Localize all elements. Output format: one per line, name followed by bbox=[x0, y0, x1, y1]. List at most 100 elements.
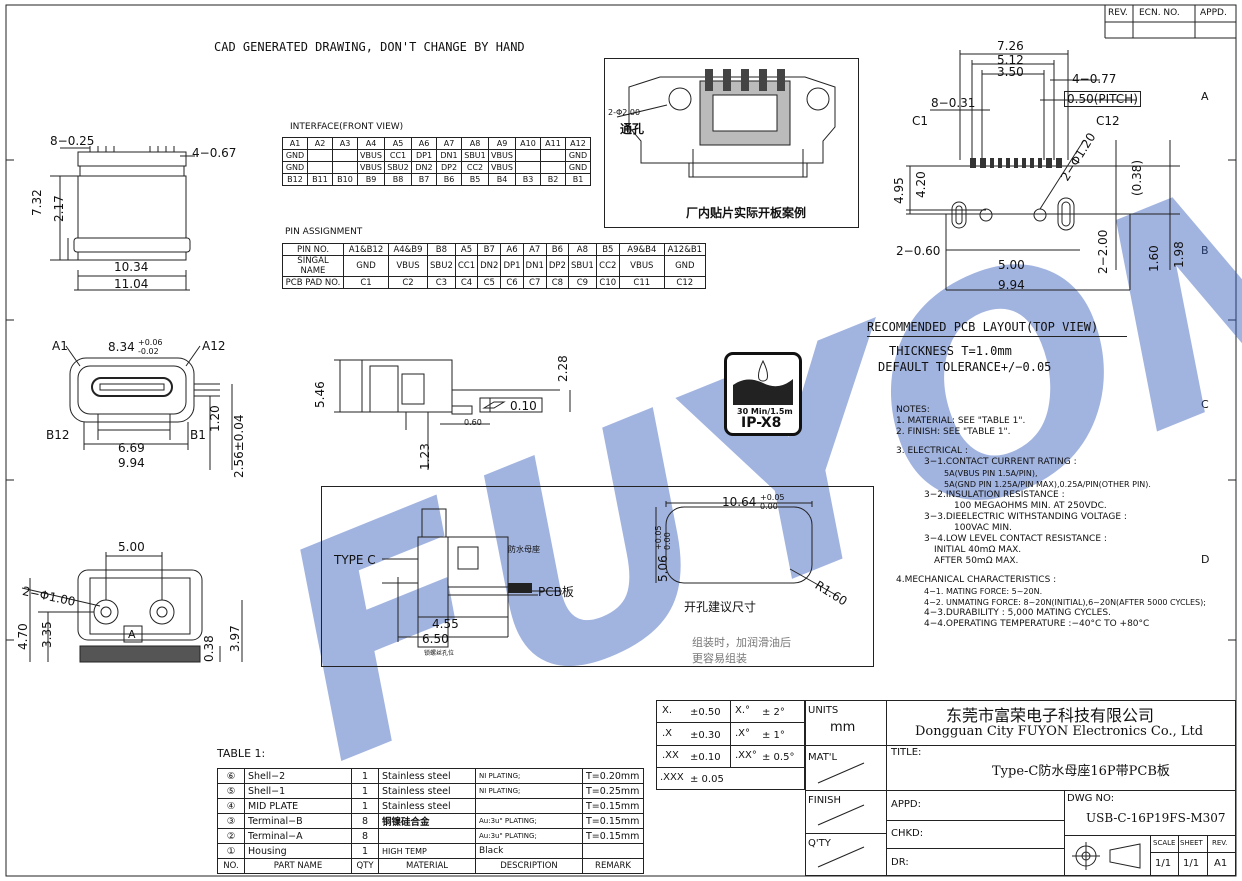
pcb-dim-pitch: 0.50(PITCH) bbox=[1064, 91, 1141, 107]
pcb-dim-d4: 4−0.77 bbox=[1072, 72, 1117, 86]
pcb-dim-d9: 2−2.00 bbox=[1096, 229, 1110, 274]
ecn-header: ECN. NO. bbox=[1139, 8, 1180, 18]
dim-bottom-a: 5.00 bbox=[118, 540, 145, 554]
dim-front-h2: 2.56±0.04 bbox=[232, 414, 246, 479]
dim-side-h1: 5.46 bbox=[313, 381, 327, 408]
units-value: mm bbox=[830, 720, 856, 735]
cutout-width-tol-plus: +0.05 bbox=[760, 493, 785, 502]
dim-front-h1: 1.20 bbox=[208, 405, 222, 432]
note-line: AFTER 50mΩ MAX. bbox=[934, 556, 1019, 566]
cutout-note-2: 更容易组装 bbox=[692, 652, 747, 665]
company-name-cn: 东莞市富荣电子科技有限公司 bbox=[946, 706, 1155, 725]
note-line: 100 MEGAOHMS MIN. AT 250VDC. bbox=[954, 501, 1107, 511]
dr-label: DR: bbox=[891, 857, 909, 868]
pcb-dim-d13: 9.94 bbox=[998, 278, 1025, 292]
factory-hole-note: 通孔 bbox=[620, 122, 645, 136]
tol-value: ±0.50 bbox=[690, 707, 721, 718]
tb-divider bbox=[805, 790, 1236, 791]
section-sub: 锁螺丝孔位 bbox=[424, 650, 455, 657]
section-type-label: TYPE C bbox=[334, 553, 376, 567]
dim-top-a: 8−0.25 bbox=[50, 134, 95, 148]
dim-bottom-h3: 0.38 bbox=[202, 635, 216, 662]
tol-value: ± 0.5° bbox=[762, 752, 795, 763]
tb-divider-v bbox=[1150, 835, 1151, 876]
factory-case-drawing bbox=[616, 69, 836, 178]
scale-label: SCALE bbox=[1153, 839, 1176, 847]
scale-value: 1/1 bbox=[1155, 858, 1172, 869]
dim-front-w2: 6.69 bbox=[118, 441, 145, 455]
label-a12: A12 bbox=[202, 339, 226, 353]
tol-divider-v bbox=[730, 700, 731, 767]
note-line: 3−4.LOW LEVEL CONTACT RESISTANCE : bbox=[924, 534, 1107, 544]
note-line: 3−3.DIEELECTRIC WITHSTANDING VOLTAGE : bbox=[924, 512, 1127, 522]
note-line: 4−1. MATING FORCE: 5~20N. bbox=[924, 587, 1043, 596]
dim-bottom-h4: 3.97 bbox=[228, 625, 242, 652]
tb-divider-v bbox=[1207, 835, 1208, 876]
note-line: 3−1.CONTACT CURRENT RATING : bbox=[924, 457, 1077, 467]
assembly-box bbox=[321, 486, 874, 667]
note-line: 4−3.DURABILITY : 5,000 MATING CYCLES. bbox=[924, 608, 1111, 618]
dim-top-w2: 11.04 bbox=[114, 277, 149, 291]
sheet-label: SHEET bbox=[1180, 839, 1203, 847]
note-line: 5A(GND PIN 1.25A/PIN MAX),0.25A/PIN(OTHE… bbox=[944, 480, 1151, 489]
tol-key: .XX bbox=[662, 750, 679, 761]
cutout-note-1: 组装时，加润滑油后 bbox=[692, 636, 791, 649]
cutout-width: 10.64 bbox=[722, 495, 757, 509]
note-line: 100VAC MIN. bbox=[954, 523, 1012, 533]
tol-key: X.° bbox=[735, 705, 751, 716]
note-line: 4.MECHANICAL CHARACTERISTICS : bbox=[896, 575, 1057, 585]
ip-badge-depth: 30 Min/1.5m bbox=[737, 407, 793, 416]
dim-side-flat: 0.10 bbox=[510, 399, 537, 413]
units-label: UNITS bbox=[808, 705, 839, 716]
ip-badge: 30 Min/1.5m IP-X8 bbox=[724, 352, 802, 436]
ip-badge-rating: IP-X8 bbox=[741, 415, 782, 431]
pin-assignment-title: PIN ASSIGNMENT bbox=[285, 227, 363, 237]
rev-header: REV. bbox=[1108, 8, 1128, 18]
factory-case-box bbox=[604, 58, 859, 228]
pcb-dim-d7: (0.38) bbox=[1130, 159, 1144, 196]
dim-side-d1: 1.23 bbox=[418, 443, 432, 470]
note-line: 5A(VBUS PIN 1.5A/PIN), bbox=[944, 469, 1038, 478]
section-d1: 4.55 bbox=[432, 617, 459, 631]
notes-block: NOTES: 1. MATERIAL: SEE "TABLE 1". 2. FI… bbox=[896, 405, 1206, 630]
top-view-drawing bbox=[50, 146, 195, 291]
label-b12: B12 bbox=[46, 428, 70, 442]
pcb-dim-h2: 4.20 bbox=[914, 171, 928, 198]
note-line bbox=[896, 438, 1206, 446]
matl-label: MAT'L bbox=[808, 752, 838, 763]
title-block bbox=[805, 700, 1236, 876]
interface-title: INTERFACE(FRONT VIEW) bbox=[290, 122, 404, 132]
section-water-label: 防水母座 bbox=[508, 545, 540, 554]
table1-title: TABLE 1: bbox=[217, 747, 266, 760]
dim-top-h1: 7.32 bbox=[30, 189, 44, 216]
note-line: 4−2. UNMATING FORCE: 8~20N(INITIAL),6~20… bbox=[924, 598, 1206, 607]
dim-front-tol-plus: +0.06 bbox=[138, 338, 163, 347]
sheet-value: 1/1 bbox=[1183, 858, 1200, 869]
tb-divider-v bbox=[886, 700, 887, 876]
tb-divider bbox=[886, 848, 1064, 849]
dim-top-w1: 10.34 bbox=[114, 260, 149, 274]
label-a1: A1 bbox=[52, 339, 68, 353]
pcb-label-c12: C12 bbox=[1096, 114, 1120, 128]
pcb-dim-h1: 4.95 bbox=[892, 177, 906, 204]
note-line: 1. MATERIAL: SEE "TABLE 1". bbox=[896, 416, 1026, 426]
pcb-dim-d1: 7.26 bbox=[997, 39, 1024, 53]
company-name-en: Dongguan City FUYON Electronics Co., Ltd bbox=[915, 724, 1204, 739]
dwg-no-label: DWG NO: bbox=[1067, 793, 1115, 804]
tb-divider-v bbox=[1064, 790, 1065, 876]
pcb-layout-drawing bbox=[906, 50, 1180, 291]
dim-top-h2: 2.17 bbox=[52, 195, 66, 222]
tol-key: .X° bbox=[735, 728, 751, 739]
zone-letter-c: C bbox=[1201, 398, 1209, 411]
zone-letter-b: B bbox=[1201, 244, 1209, 257]
